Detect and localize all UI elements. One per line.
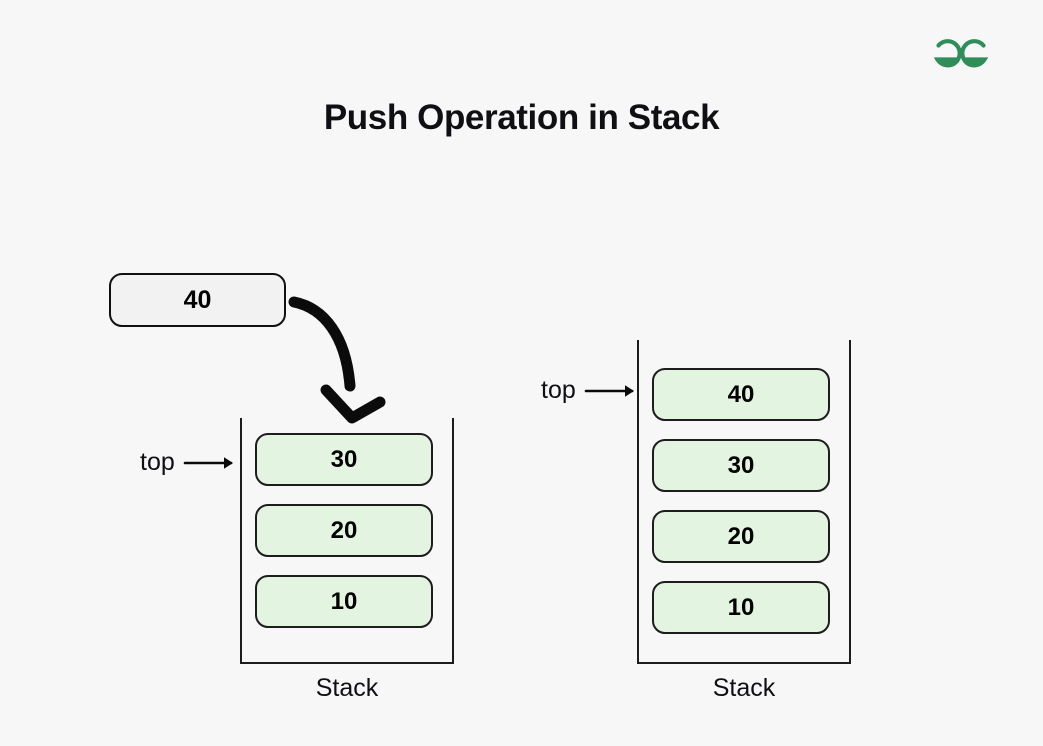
push-element-box: 40 (109, 273, 286, 327)
curved-push-arrow (280, 282, 400, 427)
stack-cell: 10 (652, 581, 830, 634)
top-pointer-before: top (140, 450, 241, 475)
stack-cell: 40 (652, 368, 830, 421)
stack-caption-before: Stack (315, 674, 379, 702)
top-pointer-label: top (541, 376, 576, 404)
stack-before: 30 20 10 (240, 418, 454, 664)
arrow-right-icon (183, 456, 233, 469)
stack-caption-after: Stack (712, 674, 776, 702)
stack-container-walls (240, 418, 454, 664)
page-title: Push Operation in Stack (323, 98, 720, 137)
stack-container-walls (637, 340, 851, 664)
stack-after: 40 30 20 10 (637, 340, 851, 664)
arrow-right-icon (584, 384, 634, 397)
stack-cell: 20 (652, 510, 830, 563)
stack-cell: 10 (255, 575, 433, 628)
stack-cell-list: 30 20 10 (255, 433, 433, 628)
stack-cell: 30 (255, 433, 433, 486)
stack-cell-list: 40 30 20 10 (652, 368, 830, 634)
stack-cell: 20 (255, 504, 433, 557)
stack-cell: 30 (652, 439, 830, 492)
geeksforgeeks-logo (928, 33, 994, 75)
top-pointer-label: top (140, 448, 175, 476)
top-pointer-after: top (541, 378, 642, 403)
